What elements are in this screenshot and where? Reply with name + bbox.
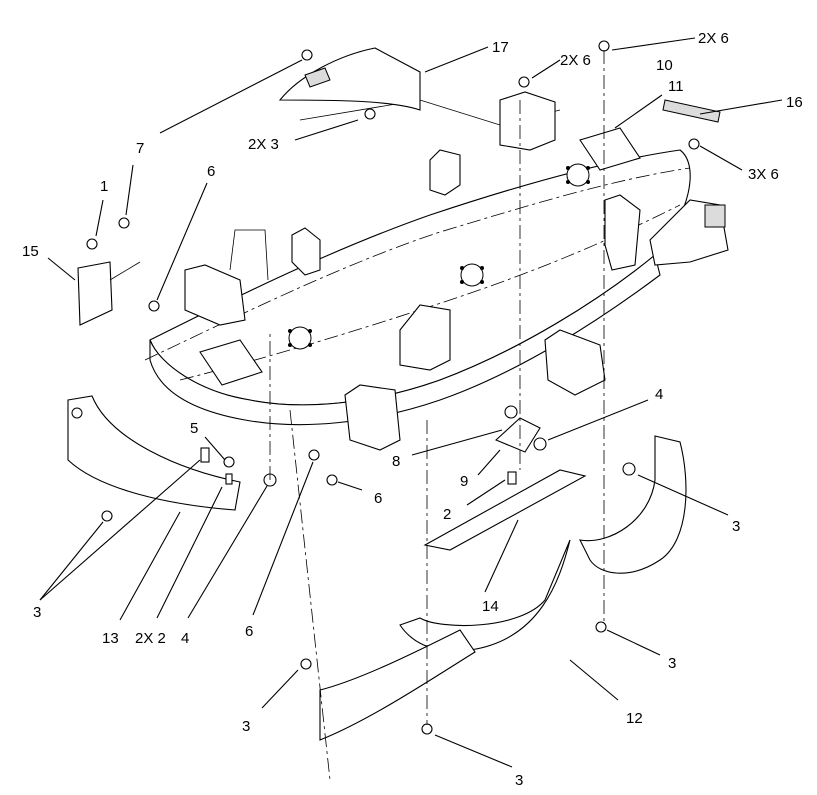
- hardware: [200, 40, 700, 735]
- callout-2x2: 2X 2: [135, 630, 166, 647]
- mower-deck: [144, 99, 729, 451]
- callout-9: 9: [460, 473, 468, 490]
- callout-6-bottom: 6: [245, 623, 253, 640]
- callout-11: 11: [668, 78, 684, 95]
- front-baffle-bracket: [499, 76, 556, 151]
- callout-1: 1: [100, 178, 108, 195]
- callout-3-left: 3: [33, 604, 41, 621]
- callout-labels: 17 2X 6 2X 6 10 11 16 3X 6 2X 3 7 1 6 15…: [22, 30, 803, 789]
- callout-16: 16: [786, 94, 803, 111]
- callout-3-right: 3: [732, 518, 740, 535]
- callout-6-mid: 6: [374, 490, 382, 507]
- callout-3x6: 3X 6: [748, 166, 779, 183]
- top-deflector: [278, 47, 421, 111]
- right-skirt: [319, 435, 687, 741]
- callout-2x3: 2X 3: [248, 136, 279, 153]
- left-skirt: [67, 395, 241, 522]
- callout-4-left: 4: [181, 630, 189, 647]
- callout-12: 12: [626, 710, 643, 727]
- callout-2: 2: [443, 506, 451, 523]
- callout-5: 5: [190, 420, 198, 437]
- belt-guard: [662, 99, 721, 123]
- blade-assembly: [423, 405, 587, 551]
- callout-13: 13: [102, 630, 119, 647]
- callout-4-right: 4: [655, 386, 663, 403]
- callout-2x6-top: 2X 6: [698, 30, 729, 47]
- leader-lines: [39, 37, 783, 768]
- callout-3-bottom-left: 3: [242, 718, 250, 735]
- hanger-bracket: [77, 217, 160, 326]
- callout-6-top: 6: [207, 163, 215, 180]
- centerlines: [269, 50, 605, 781]
- callout-10: 10: [656, 57, 673, 74]
- callout-7: 7: [136, 140, 144, 157]
- callout-3-lower-right: 3: [668, 655, 676, 672]
- callout-17: 17: [492, 39, 509, 56]
- callout-3-bottom: 3: [515, 772, 523, 789]
- callout-15: 15: [22, 243, 39, 260]
- callout-14: 14: [482, 598, 499, 615]
- callout-8: 8: [392, 453, 400, 470]
- callout-2x6-front: 2X 6: [560, 52, 591, 69]
